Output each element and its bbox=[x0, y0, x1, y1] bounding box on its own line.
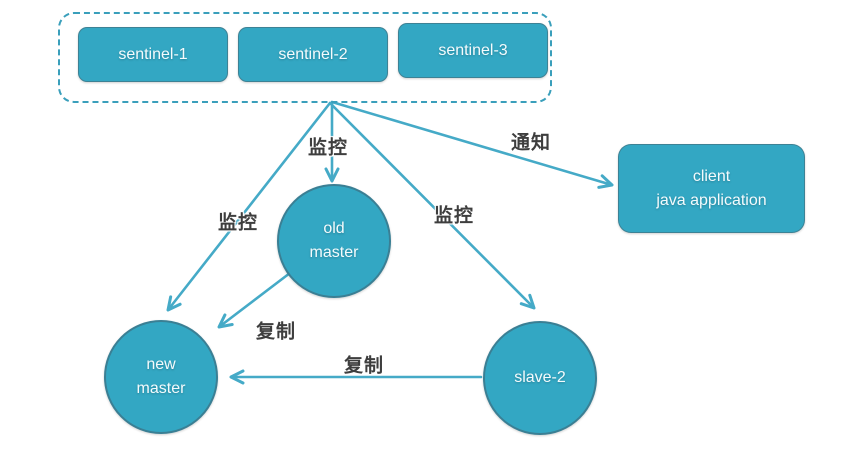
edge-label-monitor-old-master: 监控 bbox=[307, 137, 349, 159]
edge-notify-sentinels-to-client bbox=[330, 100, 614, 189]
node-sentinel-1: sentinel-1 bbox=[78, 27, 228, 82]
node-slave-2: slave-2 bbox=[483, 321, 597, 435]
node-sentinel-3: sentinel-3 bbox=[398, 23, 548, 78]
edge-label-monitor-slave-2: 监控 bbox=[433, 205, 475, 227]
node-sentinel-1-label: sentinel-1 bbox=[118, 45, 188, 63]
node-old-master: old master bbox=[277, 184, 391, 298]
edge-label-replicate-from-old-master: 复制 bbox=[255, 321, 297, 343]
node-new-master-label-line2: master bbox=[136, 380, 186, 397]
node-client-label-line2: java application bbox=[656, 191, 767, 209]
node-old-master-label-line2: master bbox=[309, 244, 359, 261]
edge-monitor-sentinels-to-slave-2 bbox=[328, 101, 536, 310]
edge-label-notify-client: 通知 bbox=[510, 132, 552, 154]
node-slave-2-label: slave-2 bbox=[514, 369, 566, 386]
node-new-master-label-line1: new bbox=[146, 356, 176, 373]
node-sentinel-2-label: sentinel-2 bbox=[278, 45, 348, 63]
node-sentinel-2: sentinel-2 bbox=[238, 27, 388, 82]
edge-monitor-sentinels-to-new-master bbox=[166, 101, 332, 312]
edge-label-replicate-from-slave-2: 复制 bbox=[343, 355, 385, 377]
node-old-master-label-line1: old bbox=[323, 220, 345, 237]
edge-replicate-old-master-to-new-master bbox=[217, 271, 292, 329]
node-client: client java application bbox=[618, 144, 805, 233]
sentinel-group-container bbox=[58, 12, 552, 103]
node-sentinel-3-label: sentinel-3 bbox=[438, 41, 508, 59]
node-client-label-line1: client bbox=[692, 167, 731, 185]
edge-label-monitor-new-master: 监控 bbox=[217, 212, 259, 234]
node-new-master: new master bbox=[104, 320, 218, 434]
